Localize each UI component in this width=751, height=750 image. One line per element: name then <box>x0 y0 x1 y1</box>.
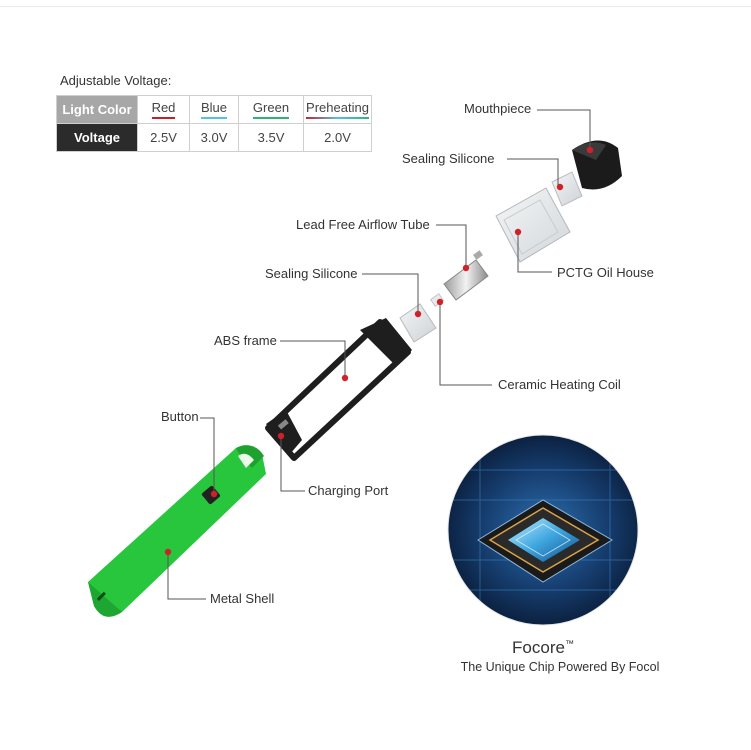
voltage-blue: 3.0V <box>189 123 239 152</box>
color-row: Light Color Red Blue Green Preheating <box>56 95 372 124</box>
voltage-table: Light Color Red Blue Green Preheating Vo… <box>56 95 372 152</box>
chip-name-text: Focore <box>512 638 565 657</box>
voltage-red: 2.5V <box>137 123 190 152</box>
label-metal-shell: Metal Shell <box>210 591 275 606</box>
sealing-silicone-mid <box>399 303 437 343</box>
chip-image <box>448 435 638 625</box>
label-sealing-silicone-mid: Sealing Silicone <box>265 266 358 281</box>
label-abs-frame: ABS frame <box>214 333 277 348</box>
chip-name: Focore™ <box>473 638 613 658</box>
part-markers <box>164 146 594 556</box>
color-blue: Blue <box>200 100 228 119</box>
voltage-title: Adjustable Voltage: <box>60 73 172 88</box>
sealing-silicone-top <box>551 171 583 207</box>
voltage-green: 3.5V <box>238 123 304 152</box>
label-mouthpiece: Mouthpiece <box>464 101 532 116</box>
color-green: Green <box>252 100 290 119</box>
label-airflow-tube: Lead Free Airflow Tube <box>296 217 430 232</box>
voltage-preheating: 2.0V <box>303 123 372 152</box>
label-sealing-silicone-top: Sealing Silicone <box>402 151 495 166</box>
top-divider <box>0 6 751 7</box>
label-charging-port: Charging Port <box>308 483 389 498</box>
abs-frame <box>265 318 412 461</box>
voltage-row: Voltage 2.5V 3.0V 3.5V 2.0V <box>56 123 372 152</box>
color-preheating: Preheating <box>306 100 369 119</box>
label-ceramic-coil: Ceramic Heating Coil <box>498 377 621 392</box>
pctg-oil-house <box>495 187 571 263</box>
label-button: Button <box>161 409 199 424</box>
chip-tagline: The Unique Chip Powered By Focol <box>460 660 660 674</box>
trademark-mark: ™ <box>564 638 574 649</box>
label-pctg-oil-house: PCTG Oil House <box>557 265 654 280</box>
color-red: Red <box>151 100 176 119</box>
leader-lines <box>167 109 591 600</box>
metal-shell <box>88 445 266 617</box>
mouthpiece <box>572 140 622 190</box>
light-color-header: Light Color <box>56 95 138 124</box>
voltage-header: Voltage <box>56 123 138 152</box>
